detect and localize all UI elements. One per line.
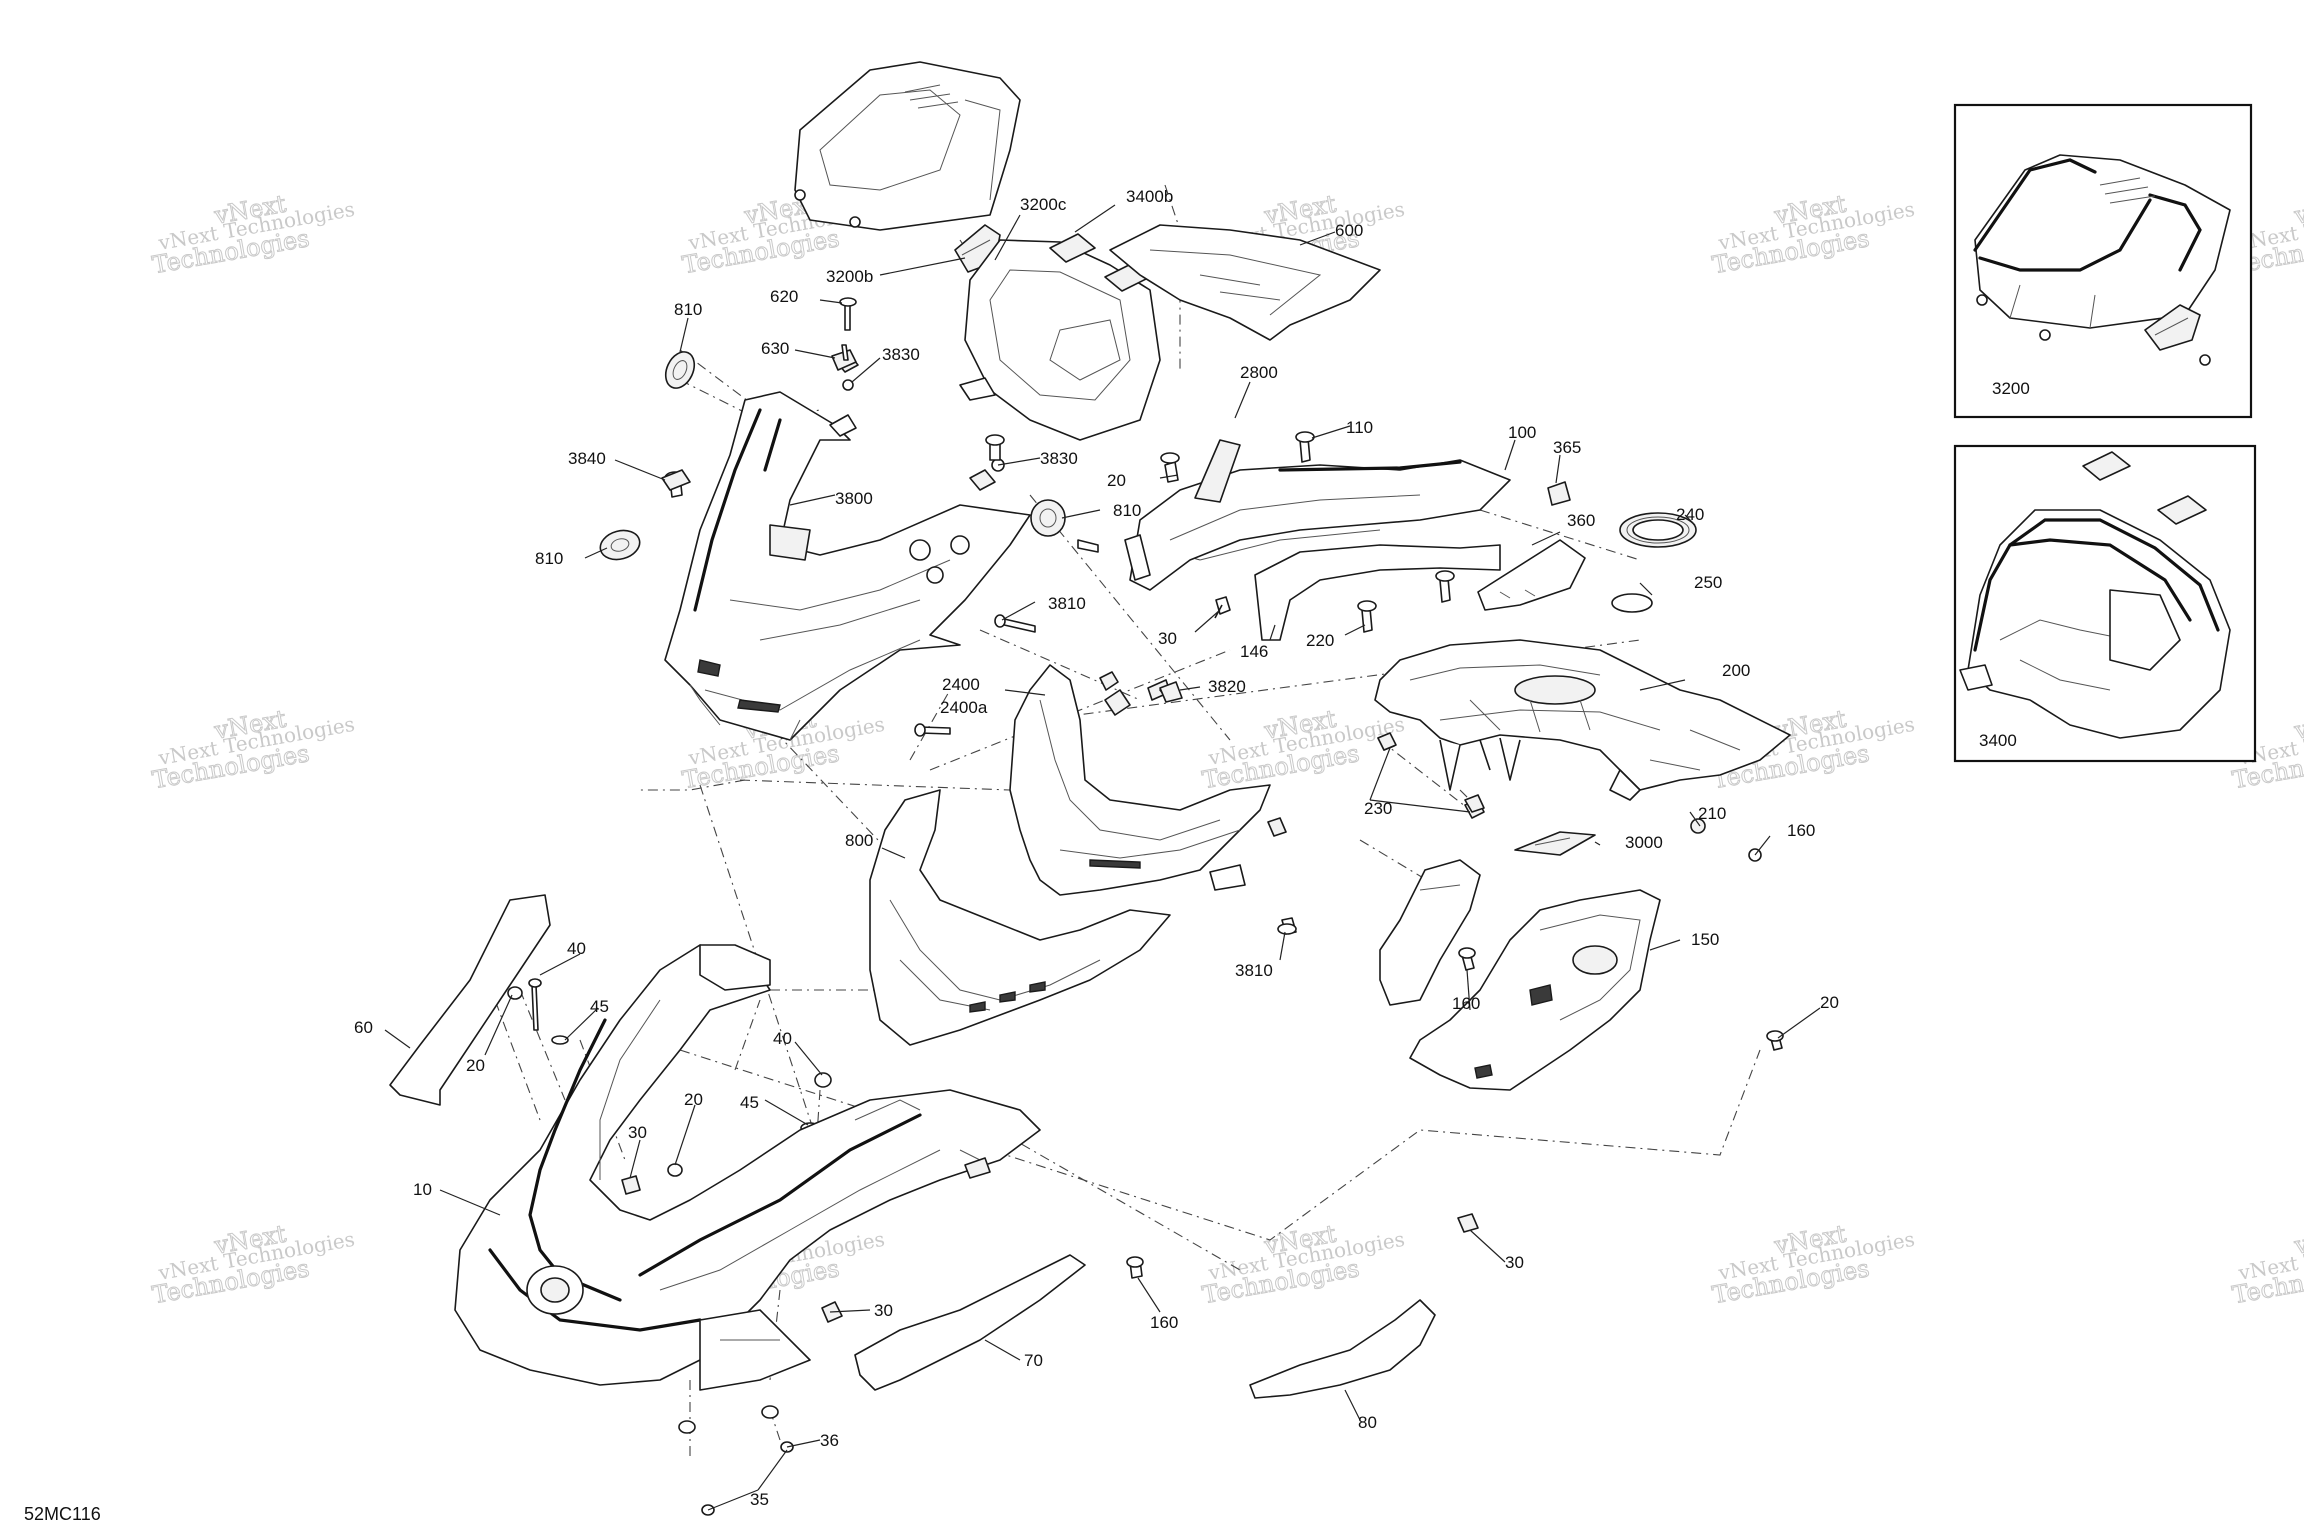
part-80-strip [1249,1299,1436,1399]
callout: 220 [1306,631,1334,650]
callout: 3840 [568,449,606,468]
part-150-panel [1409,889,1661,1091]
callout: 2400a [940,698,988,717]
part-200-frame [1374,639,1791,801]
callout: 360 [1567,511,1595,530]
part-2400-inner [1009,664,1271,896]
part-250-seal [1611,593,1653,613]
callout: 630 [761,339,789,358]
callout: 35 [750,1490,769,1509]
callout: 3800 [835,489,873,508]
callout: 100 [1508,423,1536,442]
part-810-grommet-3 [1030,499,1066,537]
callout: 2400 [942,675,980,694]
part-146-trim [1254,544,1501,641]
callout: 240 [1676,505,1704,524]
part-365-cap [1547,481,1571,506]
callout: 45 [740,1093,759,1112]
callout: 80 [1358,1413,1377,1432]
callout: 110 [1346,418,1373,437]
callout: 70 [1024,1351,1043,1370]
callout: 620 [770,287,798,306]
callout: 60 [354,1018,373,1037]
inset-3200: 3200 [1953,103,2253,419]
callout: 20 [1820,993,1839,1012]
leader-lines [384,204,1821,1511]
diagram-code: 52MC116 [24,1504,101,1524]
callout: 3400b [1126,187,1173,206]
callout: 20 [1107,471,1126,490]
part-630-bracket [831,344,857,371]
part-3800-fairing [664,391,1031,741]
callout: 40 [567,939,586,958]
part-600 [1109,224,1381,341]
callout: 3200b [826,267,873,286]
callout: 30 [874,1301,893,1320]
inset-label: 3200 [1992,379,2030,398]
callout: 30 [1505,1253,1524,1272]
callout: 230 [1364,799,1392,818]
part-3820-clip [1159,681,1183,703]
callout: 210 [1698,804,1726,823]
callout: 150 [1691,930,1719,949]
part-bracket [1379,859,1481,1006]
callout: 30 [1158,629,1177,648]
callout: 250 [1694,573,1722,592]
callout: 2800 [1240,363,1278,382]
callout: 800 [845,831,873,850]
part-810-grommet-2 [599,529,641,561]
callout: 3810 [1048,594,1086,613]
callout: 20 [466,1056,485,1075]
part-60-strip [389,894,551,1106]
callout: 146 [1240,642,1268,661]
callout: 3000 [1625,833,1663,852]
callout: 810 [535,549,563,568]
callout: 3810 [1235,961,1273,980]
part-3840-clip [661,469,691,491]
part-3400-tub [959,239,1161,441]
part-3200-cover [794,61,1021,231]
callout: 810 [1113,501,1141,520]
callout: 160 [1150,1313,1178,1332]
callout: 20 [684,1090,703,1109]
callout: 36 [820,1431,839,1450]
callout: 3830 [882,345,920,364]
inset-3400: 3400 [1953,444,2257,763]
callout: 3830 [1040,449,1078,468]
part-70-strip [854,1254,1086,1391]
part-10-fairing [454,944,1041,1391]
callout: 160 [1787,821,1815,840]
callout: 40 [773,1029,792,1048]
callout: 365 [1553,438,1581,457]
part-800-shell [869,789,1171,1046]
part-810-grommet-1 [664,351,696,389]
part-240-ring [1619,512,1697,548]
callout: 200 [1722,661,1750,680]
part-3000-badge [1514,831,1596,856]
callout: 160 [1452,994,1480,1013]
callout: 3200c [1020,195,1067,214]
part-360-cover [1477,539,1586,611]
part-100-panel [1124,439,1511,591]
callout: 45 [590,997,609,1016]
part-230-clip [1377,732,1485,813]
callouts: 3200c 3400b 600 3200b 620 810 630 3830 2… [354,187,1839,1509]
callout: 810 [674,300,702,319]
callout: 10 [413,1180,432,1199]
callout: 30 [628,1123,647,1142]
callout: 600 [1335,221,1363,240]
callout: 3820 [1208,677,1246,696]
inset-label: 3400 [1979,731,2017,750]
